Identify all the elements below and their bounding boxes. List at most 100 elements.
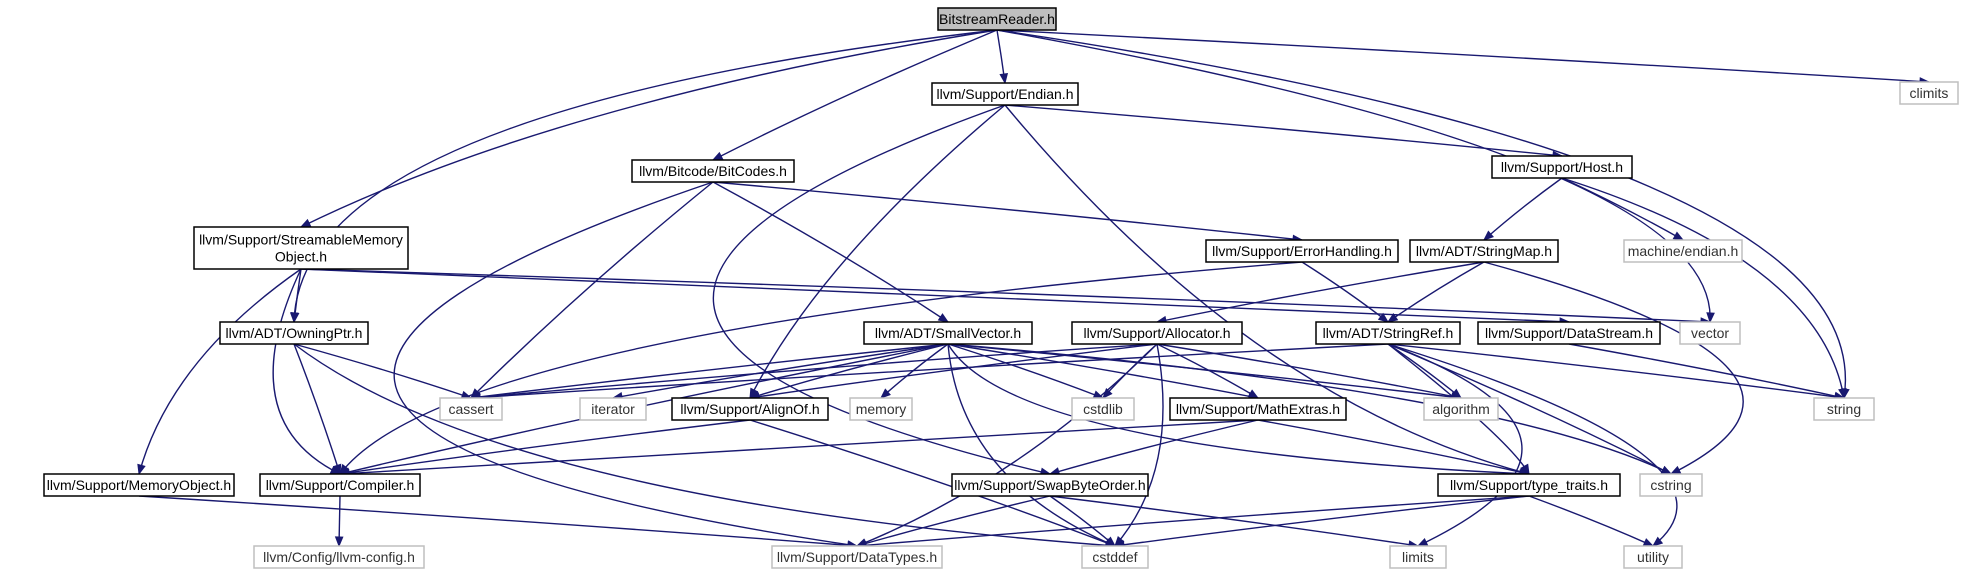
node-box — [1409, 239, 1559, 263]
node-box — [1169, 397, 1347, 421]
edge-bitcodes-to-smallvector — [712, 181, 950, 323]
edge-streamable-to-memoryobject — [137, 268, 302, 476]
node-label: llvm/Support/StreamableMemory — [199, 232, 403, 248]
node-box — [1437, 473, 1621, 497]
node-box — [1389, 545, 1447, 569]
edge-owningptr-to-cstddef — [293, 343, 1117, 550]
node-swapbyteorder[interactable]: llvm/Support/SwapByteOrder.h — [951, 473, 1149, 497]
node-label: llvm/Support/Host.h — [1501, 159, 1623, 175]
node-label: llvm/Support/DataTypes.h — [777, 549, 937, 565]
node-label: cassert — [448, 401, 493, 417]
node-endian[interactable]: llvm/Support/Endian.h — [931, 82, 1079, 106]
node-box — [219, 321, 369, 345]
node-allocator[interactable]: llvm/Support/Allocator.h — [1071, 321, 1243, 345]
node-label: string — [1827, 401, 1861, 417]
node-limits: limits — [1389, 545, 1447, 569]
node-box — [863, 321, 1033, 345]
node-box — [1477, 321, 1661, 345]
node-cstring: cstring — [1639, 473, 1703, 497]
node-owningptr[interactable]: llvm/ADT/OwningPtr.h — [219, 321, 369, 345]
node-climits: climits — [1899, 81, 1959, 105]
node-alignof[interactable]: llvm/Support/AlignOf.h — [671, 397, 829, 421]
node-datatypes: llvm/Support/DataTypes.h — [771, 545, 943, 569]
node-label: llvm/Support/AlignOf.h — [680, 401, 819, 417]
node-compiler[interactable]: llvm/Support/Compiler.h — [259, 473, 421, 497]
node-label: llvm/Support/ErrorHandling.h — [1212, 243, 1392, 259]
edges-layer — [137, 29, 1931, 550]
node-box — [579, 397, 647, 421]
node-string: string — [1813, 397, 1875, 421]
node-label: BitstreamReader.h — [939, 11, 1055, 27]
node-vector: vector — [1679, 321, 1741, 345]
edge-allocator-to-cassert — [469, 343, 1158, 402]
node-label: llvm/Support/SwapByteOrder.h — [954, 477, 1145, 493]
edge-stringmap-to-allocator — [1155, 261, 1485, 325]
node-box — [193, 226, 409, 270]
node-smallvector[interactable]: llvm/ADT/SmallVector.h — [863, 321, 1033, 345]
node-box — [439, 397, 503, 421]
node-memoryobject[interactable]: llvm/Support/MemoryObject.h — [43, 473, 235, 497]
node-box — [937, 7, 1057, 31]
node-label: llvm/ADT/SmallVector.h — [875, 325, 1021, 341]
edge-alignof-to-compiler — [338, 419, 751, 477]
edge-endian-to-host — [1004, 104, 1564, 160]
node-stringref[interactable]: llvm/ADT/StringRef.h — [1315, 321, 1461, 345]
node-bitstreamreader[interactable]: BitstreamReader.h — [937, 7, 1057, 31]
node-box — [1639, 473, 1703, 497]
node-datastream[interactable]: llvm/Support/DataStream.h — [1477, 321, 1661, 345]
node-cstddef: cstddef — [1081, 545, 1149, 569]
edge-owningptr-to-cassert — [293, 343, 473, 400]
node-llvmconfig: llvm/Config/llvm-config.h — [253, 545, 425, 569]
edge-stringmap-to-cstring — [1483, 261, 1744, 475]
node-algorithm: algorithm — [1423, 397, 1499, 421]
node-memory: memory — [849, 397, 913, 421]
edge-bitcodes-to-errorhandling — [712, 181, 1304, 244]
node-bitcodes[interactable]: llvm/Bitcode/BitCodes.h — [631, 159, 795, 183]
node-label: cstddef — [1092, 549, 1137, 565]
node-box — [259, 473, 421, 497]
node-label: Object.h — [275, 249, 327, 265]
node-box — [1623, 545, 1683, 569]
nodes-layer: BitstreamReader.h llvm/Support/Endian.h cl… — [43, 7, 1959, 569]
node-mathextras[interactable]: llvm/Support/MathExtras.h — [1169, 397, 1347, 421]
node-typetraits[interactable]: llvm/Support/type_traits.h — [1437, 473, 1621, 497]
node-box — [849, 397, 913, 421]
node-machineendian: machine/endian.h — [1623, 239, 1743, 263]
node-stringmap[interactable]: llvm/ADT/StringMap.h — [1409, 239, 1559, 263]
edge-smallvector-to-cstddef — [947, 343, 1117, 547]
edge-typetraits-to-cstddef — [1113, 495, 1530, 550]
node-box — [253, 545, 425, 569]
node-label: llvm/Config/llvm-config.h — [263, 549, 415, 565]
edge-host-to-string — [1561, 177, 1847, 400]
node-box — [1899, 81, 1959, 105]
node-label: llvm/Support/Allocator.h — [1083, 325, 1230, 341]
edge-stringref-to-limits — [1387, 343, 1523, 547]
node-box — [1071, 321, 1243, 345]
edge-compiler-to-llvmconfig — [334, 495, 344, 548]
edge-mathextras-to-compiler — [338, 419, 1259, 478]
node-iterator: iterator — [579, 397, 647, 421]
edge-endian-to-alignof — [749, 104, 1006, 400]
edge-errorhandling-to-stringref — [1301, 261, 1390, 323]
node-box — [43, 473, 235, 497]
node-host[interactable]: llvm/Support/Host.h — [1491, 155, 1633, 179]
edge-stringmap-to-stringref — [1386, 261, 1485, 323]
node-box — [1813, 397, 1875, 421]
node-box — [1423, 397, 1499, 421]
node-errorhandling[interactable]: llvm/Support/ErrorHandling.h — [1205, 239, 1399, 263]
edge-typetraits-to-utility — [1528, 495, 1655, 547]
node-label: llvm/Support/Endian.h — [937, 86, 1074, 102]
node-label: memory — [856, 401, 907, 417]
node-label: algorithm — [1432, 401, 1490, 417]
node-cstdlib: cstdlib — [1071, 397, 1135, 421]
node-box — [1071, 397, 1135, 421]
node-box — [671, 397, 829, 421]
node-label: utility — [1637, 549, 1669, 565]
node-label: llvm/ADT/OwningPtr.h — [226, 325, 363, 341]
node-label: iterator — [591, 401, 635, 417]
edge-bitstreamreader-to-streamable — [299, 29, 998, 228]
node-label: llvm/ADT/StringRef.h — [1323, 325, 1454, 341]
edge-streamable-to-datastream — [300, 268, 1571, 326]
edge-stringref-to-utility — [1387, 343, 1678, 547]
